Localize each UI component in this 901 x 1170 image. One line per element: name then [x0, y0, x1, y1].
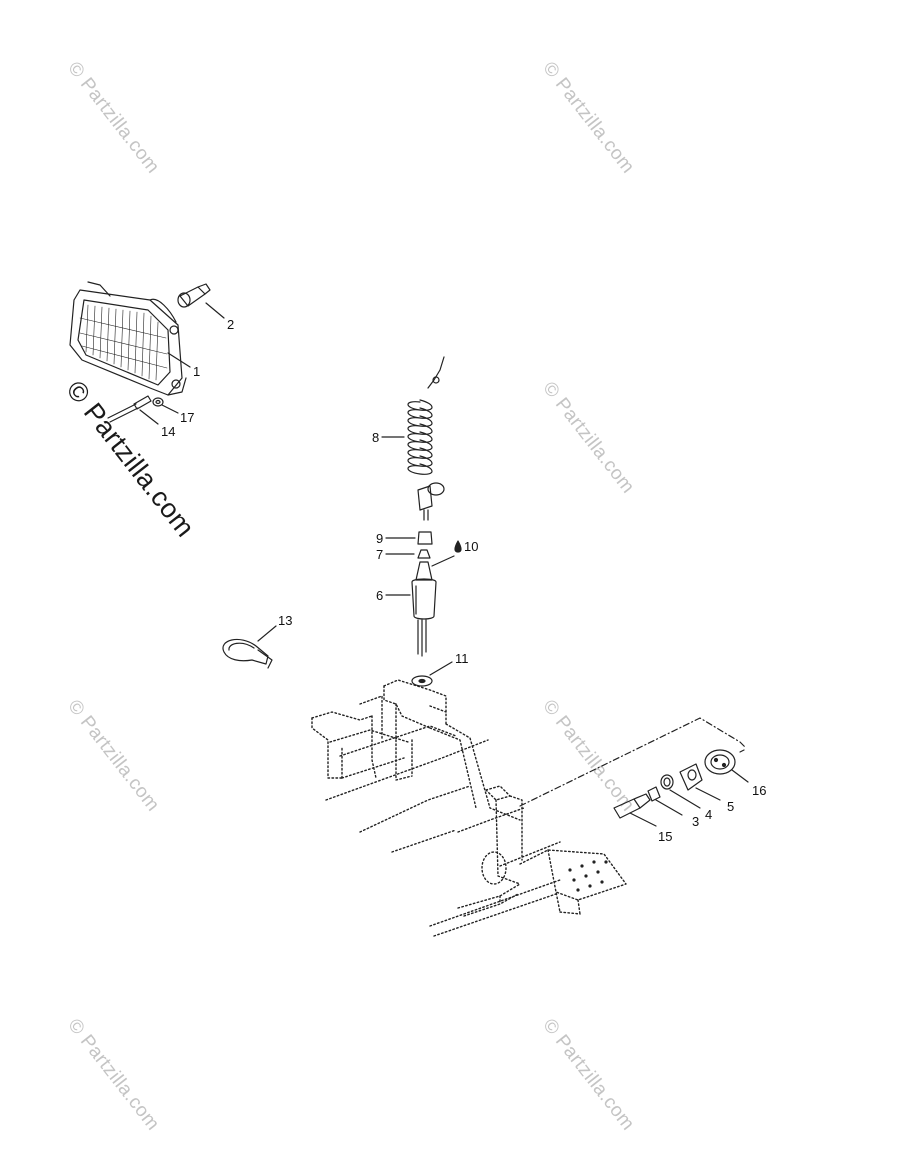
callout-9: 9 [376, 531, 384, 546]
key-icon [613, 793, 657, 827]
ignition-switch-icon [647, 749, 749, 816]
callout-10: 10 [464, 539, 479, 554]
callout-2: 2 [227, 317, 235, 332]
tether-cap-icon [417, 482, 445, 521]
callout-5: 5 [727, 799, 735, 814]
screw-icon [107, 395, 159, 425]
callout-17: 17 [180, 410, 195, 425]
switch-body-icon [385, 561, 437, 657]
headlight-icon [69, 281, 187, 396]
callout-3: 3 [692, 814, 700, 829]
strap-icon [222, 625, 277, 669]
drop-icon [431, 540, 462, 567]
callout-11: 11 [455, 651, 469, 666]
callout-14: 14 [161, 424, 176, 439]
frame-icon [311, 679, 627, 937]
callout-6: 6 [376, 588, 384, 603]
callout-13: 13 [278, 613, 293, 628]
callout-16: 16 [752, 783, 767, 798]
callout-4: 4 [705, 807, 713, 822]
bulb-icon [177, 283, 225, 319]
washer-icon [411, 661, 453, 687]
callout-8: 8 [372, 430, 380, 445]
callout-15: 15 [658, 829, 673, 844]
washer-icon [152, 397, 179, 414]
callout-7: 7 [376, 547, 384, 562]
callout-1: 1 [193, 364, 201, 379]
coiled-cable-icon [381, 356, 445, 475]
nut-icon [385, 531, 433, 545]
